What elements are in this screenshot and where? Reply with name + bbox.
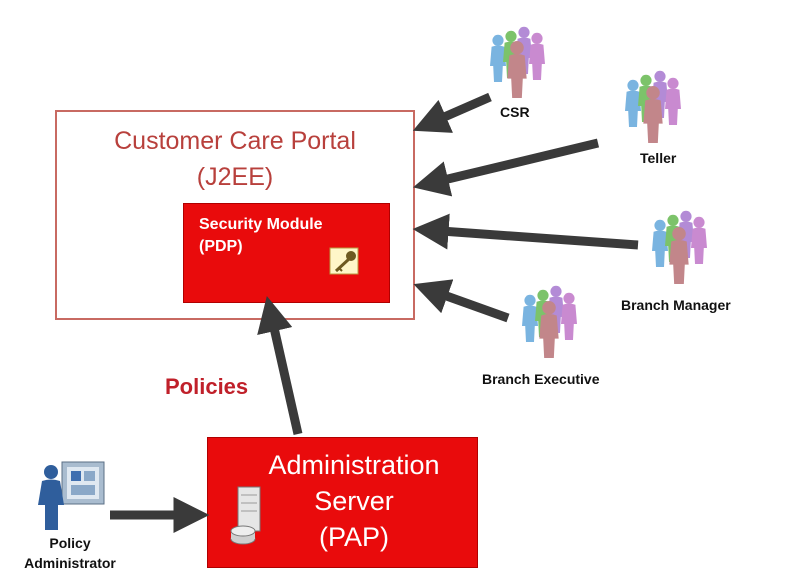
role-label-csr: CSR <box>500 104 530 120</box>
csr-group-icon <box>490 26 545 98</box>
key-icon <box>329 247 359 275</box>
role-label-branch-manager: Branch Manager <box>621 297 731 313</box>
arrow-teller-to-portal <box>412 138 600 197</box>
teller-group-icon <box>625 70 681 143</box>
arrow-branch-manager-to-portal <box>412 213 639 250</box>
portal-title: Customer Care Portal (J2EE) <box>114 127 356 191</box>
policies-label: Policies <box>165 374 249 399</box>
arrow-csr-to-portal <box>412 92 492 133</box>
role-label-branch-executive: Branch Executive <box>482 371 600 387</box>
administration-server-label: Administration Server (PAP) <box>268 450 440 552</box>
role-label-teller: Teller <box>640 150 677 166</box>
branch-executive-group-icon <box>522 285 577 358</box>
arrow-admin-to-security <box>257 295 303 435</box>
policy-administrator-label: Policy Administrator <box>24 535 116 571</box>
branch-manager-group-icon <box>652 210 707 284</box>
security-module-label: Security Module (PDP) <box>199 216 323 255</box>
server-icon <box>230 486 261 545</box>
arrow-branch-executive-to-portal <box>413 279 510 323</box>
policy-administrator-icon <box>38 461 105 530</box>
